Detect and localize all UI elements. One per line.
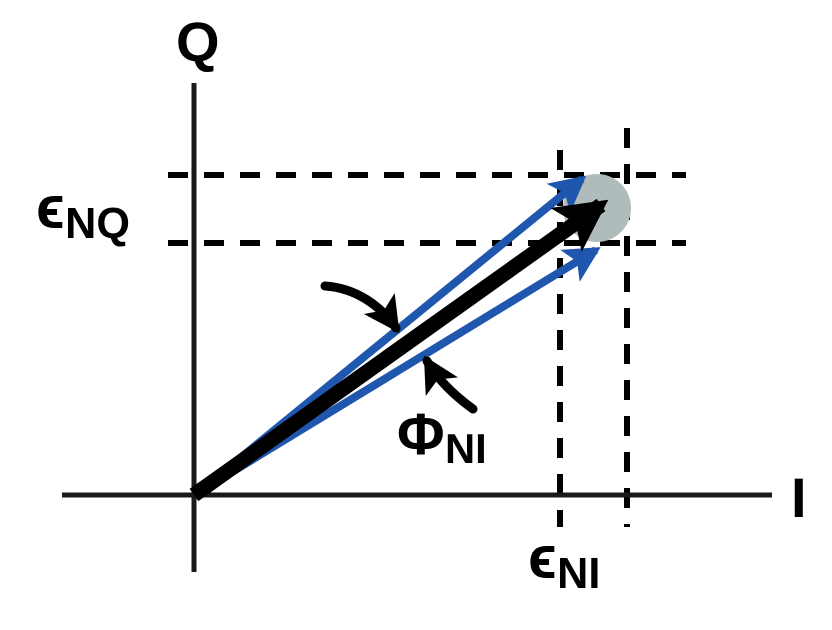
epsilon-nq-label: ϵNQ	[36, 178, 130, 246]
q-axis-label: Q	[176, 14, 220, 70]
epsilon-nq-symbol: ϵ	[36, 174, 65, 241]
i-axis-label-text: I	[791, 466, 807, 529]
pointer-arrows	[320, 281, 478, 414]
q-axis-label-text: Q	[176, 10, 220, 73]
phi-ni-subscript: NI	[445, 425, 487, 473]
guide-lines	[168, 128, 686, 527]
phi-ni-symbol: Φ	[397, 402, 445, 467]
upper-pointer-arrow	[320, 281, 401, 334]
nominal-vector	[189, 198, 609, 502]
i-axis-label: I	[791, 470, 807, 526]
epsilon-ni-symbol: ϵ	[528, 524, 557, 591]
epsilon-ni-subscript: NI	[557, 549, 601, 598]
epsilon-ni-label: ϵNI	[528, 528, 600, 596]
epsilon-nq-subscript: NQ	[65, 199, 130, 248]
phi-pointer-arrow	[422, 355, 478, 414]
phi-ni-label: ΦNI	[397, 406, 487, 470]
